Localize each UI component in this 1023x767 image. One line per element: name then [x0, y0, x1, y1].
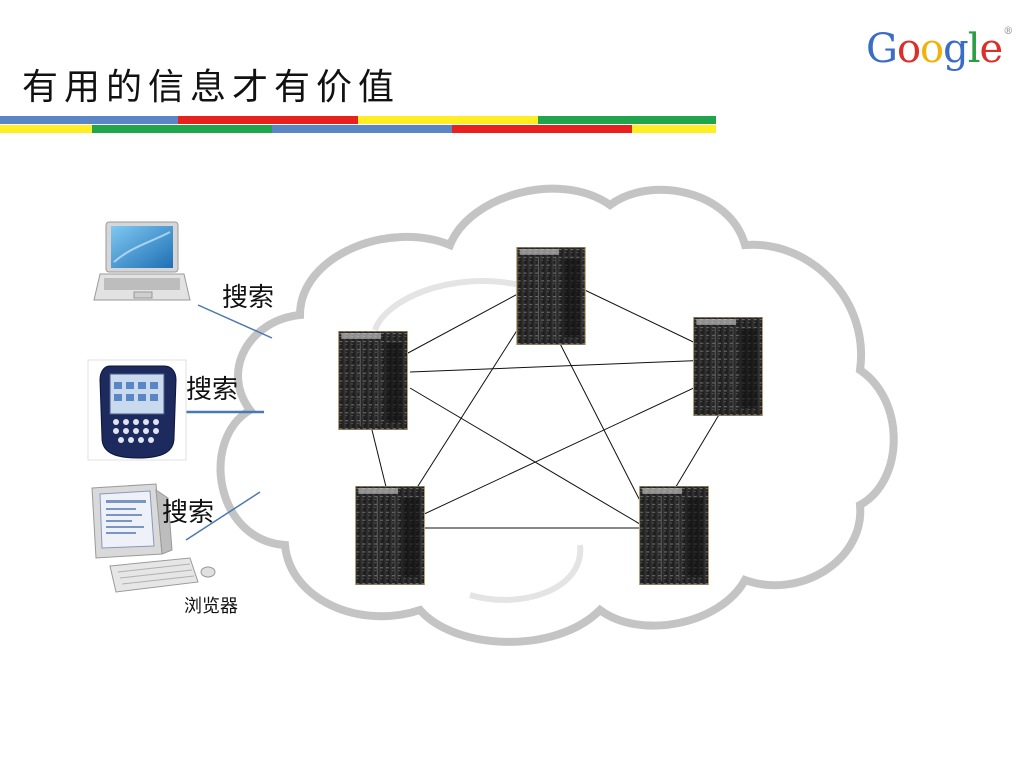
desktop-connector: [185, 491, 261, 541]
stripe-segment: [92, 116, 178, 124]
server-rack-icon: [338, 331, 408, 430]
stripe-segment: [538, 116, 716, 124]
desktop-computer-icon: [91, 483, 216, 593]
logo-letter: o: [920, 26, 944, 72]
slide-title: 有用的信息才有价值: [22, 67, 401, 108]
browser-label: 浏览器: [184, 596, 238, 617]
desktop-search-label: 搜索: [162, 498, 215, 528]
server-rack-icon: [693, 317, 763, 416]
logo-letter: g: [943, 26, 969, 72]
mesh-line: [409, 359, 713, 373]
cloud-inner-arc: [372, 278, 521, 332]
stripe-segment: [272, 125, 452, 133]
stripe-row-top: [0, 116, 716, 124]
mesh-line: [389, 371, 729, 531]
laptop-connector: [197, 304, 273, 339]
phone-search-label: 搜索: [186, 375, 239, 405]
laptop-search-label: 搜索: [222, 283, 275, 313]
stripe-segment: [0, 125, 92, 133]
laptop-icon: [93, 221, 191, 301]
server-rack-icon: [355, 486, 425, 585]
logo-letter: e: [979, 26, 1004, 72]
stripe-segment: [178, 116, 358, 124]
smartphone-icon: [87, 359, 187, 461]
logo-letter: l: [967, 26, 981, 72]
stripe-segment: [632, 125, 716, 133]
trademark-mark: ®: [1003, 26, 1013, 37]
stripe-segment: [0, 116, 92, 124]
mesh-line: [409, 387, 651, 531]
server-rack-icon: [516, 247, 586, 345]
stripe-segment: [452, 125, 632, 133]
mesh-line: [371, 429, 389, 496]
mesh-line: [673, 402, 727, 491]
stripe-segment: [92, 125, 272, 133]
mesh-line: [394, 281, 541, 361]
mesh-line: [567, 281, 711, 351]
stripe-row-bottom: [0, 125, 716, 133]
logo-letter: o: [896, 26, 921, 72]
title-color-stripe: [0, 116, 716, 133]
google-logo: Google®: [866, 26, 1013, 72]
server-rack-icon: [639, 486, 709, 585]
cloud-inner-arc: [469, 544, 584, 603]
logo-letter: G: [866, 26, 898, 72]
stripe-segment: [358, 116, 538, 124]
